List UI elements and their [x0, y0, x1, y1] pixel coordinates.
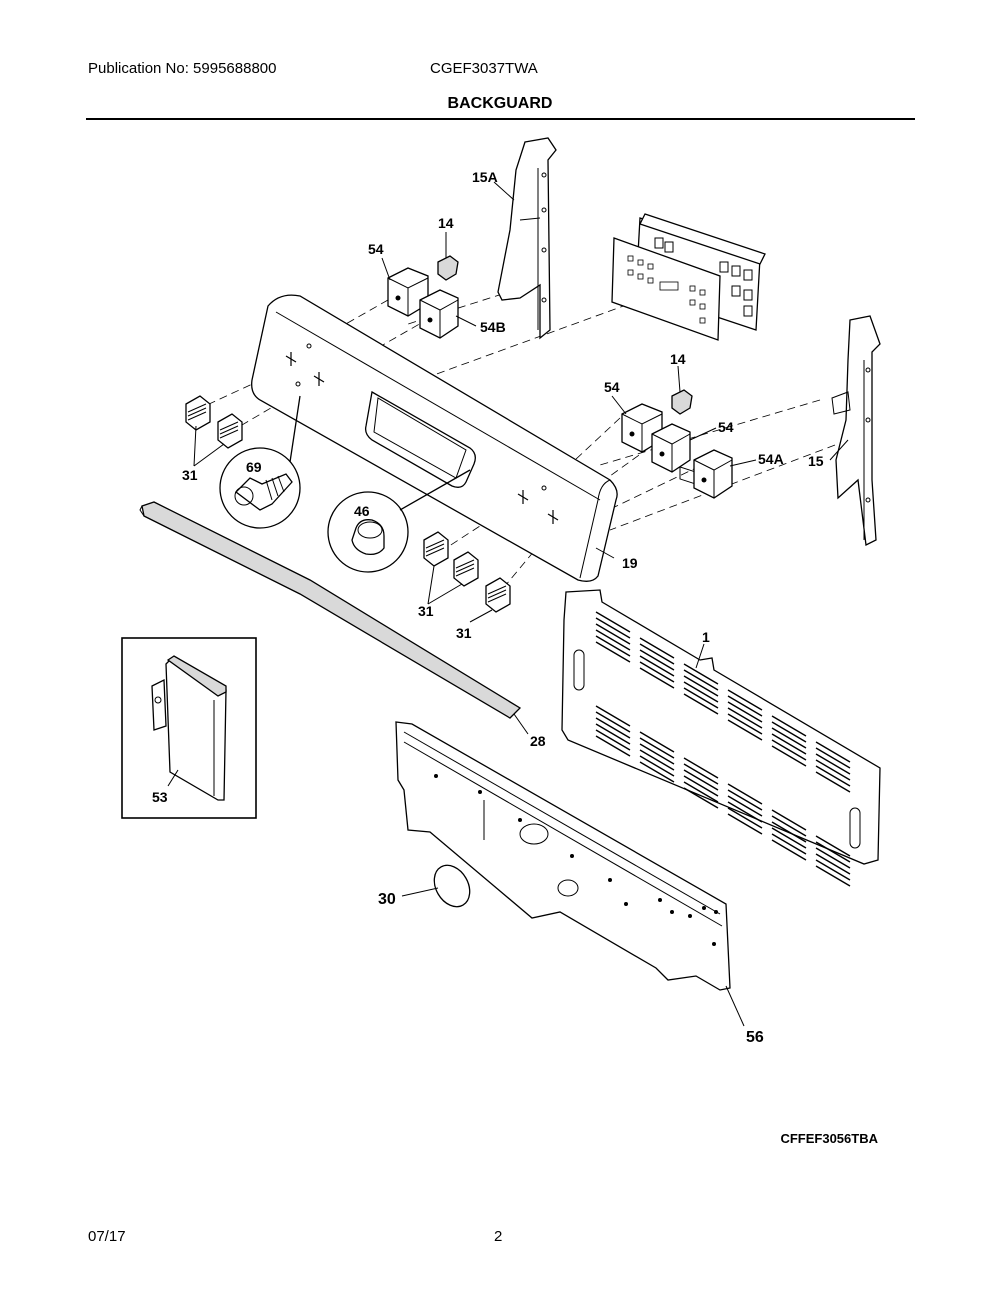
callout-54-lower-right: 54: [718, 419, 734, 435]
lower-mounting-bracket: [395, 721, 731, 991]
signal-light-lower: [671, 389, 693, 415]
model-number: CGEF3037TWA: [430, 60, 538, 77]
callout-54-lower-left: 54: [604, 379, 620, 395]
infinite-switch-lower-3: [693, 449, 733, 499]
callout-31-right: 31: [456, 625, 472, 641]
knob-left-2: [217, 413, 243, 449]
publication-date: 07/17: [88, 1228, 126, 1245]
diagram-reference-code: CFFEF3056TBA: [780, 1131, 878, 1146]
rear-vent-panel: [561, 589, 881, 887]
callout-15A: 15A: [472, 169, 498, 185]
callout-31-middle: 31: [418, 603, 434, 619]
callout-53: 53: [152, 789, 168, 805]
knob-right-3: [485, 577, 511, 613]
part-callouts: 15A 14 54 54B 14 54 54 54A 15 31 69 46 1…: [152, 169, 824, 1046]
vent-slots: [595, 611, 851, 887]
callout-54-upper: 54: [368, 241, 384, 257]
knob-right-1: [423, 531, 449, 567]
header-divider: [86, 118, 915, 120]
backguard-trim: [139, 501, 522, 719]
publication-number: Publication No: 5995688800: [88, 60, 277, 77]
callout-54A: 54A: [758, 451, 784, 467]
side-bracket-left: [497, 137, 557, 340]
callout-31-left: 31: [182, 467, 198, 483]
callout-54B: 54B: [480, 319, 506, 335]
callout-leader-lines: [167, 181, 849, 1027]
side-bracket-right: [831, 315, 881, 546]
clip-detail-callout: [327, 469, 471, 573]
page-number: 2: [494, 1228, 503, 1245]
knob-right-2: [453, 551, 479, 587]
callout-69: 69: [246, 459, 262, 475]
callout-19: 19: [622, 555, 638, 571]
callout-30: 30: [378, 891, 396, 908]
backguard-panel: [251, 294, 618, 582]
signal-light-upper: [437, 255, 459, 281]
screw-detail-callout: [219, 395, 301, 529]
callout-15: 15: [808, 453, 824, 469]
page-title: BACKGUARD: [447, 95, 553, 112]
infinite-switch-upper-right: [419, 289, 459, 339]
knob-left-1: [185, 395, 211, 431]
callout-56: 56: [746, 1029, 764, 1046]
callout-1: 1: [702, 629, 710, 645]
callout-14-lower: 14: [670, 351, 686, 367]
infinite-switch-upper-left: [387, 267, 429, 317]
access-cover-plate: [433, 864, 471, 908]
callout-14-upper: 14: [438, 215, 454, 231]
callout-28: 28: [530, 733, 546, 749]
inset-detail-box: [121, 637, 257, 819]
callout-46: 46: [354, 503, 370, 519]
infinite-switch-lower-2: [651, 423, 691, 473]
control-overlay-panel: [611, 237, 721, 341]
